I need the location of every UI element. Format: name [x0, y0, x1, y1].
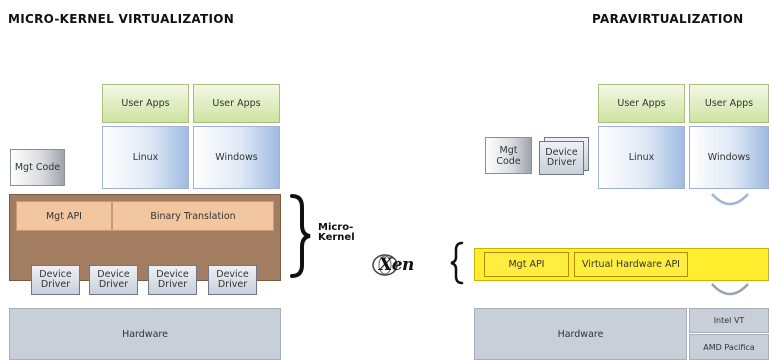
device-driver-box: Device Driver [31, 265, 80, 295]
mgt-api-box: Mgt API [16, 201, 112, 231]
left-title: MICRO-KERNEL VIRTUALIZATION [8, 12, 235, 26]
user-apps-box-2: User Apps [193, 84, 280, 123]
linux-label: Linux [132, 152, 159, 163]
right-brace-icon [290, 194, 311, 278]
virtual-hardware-api-box: Virtual Hardware API [574, 252, 688, 277]
user-apps-box-2: User Apps [689, 84, 769, 123]
right-title: PARAVIRTUALIZATION [592, 12, 744, 26]
amd-pacifica-box: AMD Pacifica [689, 334, 769, 360]
user-apps-label: User Apps [617, 98, 666, 109]
binary-translation-box: Binary Translation [112, 201, 274, 231]
left-brace-icon [450, 241, 464, 285]
user-apps-label: User Apps [121, 98, 170, 109]
amd-pacifica-label: AMD Pacifica [703, 342, 755, 352]
windows-box: Windows [689, 126, 769, 189]
device-driver-label: Device Driver [545, 147, 578, 168]
hardware-label: Hardware [557, 328, 604, 340]
user-apps-label: User Apps [704, 98, 754, 109]
hardware-box: Hardware [9, 308, 281, 360]
device-driver-label: Device Driver [216, 269, 249, 290]
user-apps-box-1: User Apps [598, 84, 685, 123]
device-driver-label: Device Driver [97, 269, 130, 290]
device-driver-box: Device Driver [89, 265, 138, 295]
micro-kernel-label: Micro-Kernel [318, 222, 355, 243]
hardware-box: Hardware [474, 308, 687, 360]
mgt-code-box: Mgt Code [485, 137, 532, 174]
device-driver-box: Device Driver [539, 141, 584, 175]
mgt-code-box: Mgt Code [10, 149, 65, 186]
mgt-code-label: Mgt Code [496, 144, 521, 167]
device-driver-box: Device Driver [148, 265, 197, 295]
hypercall-arc-icon [711, 283, 749, 296]
xen-logo-text: Xen [379, 255, 414, 275]
linux-box: Linux [102, 126, 189, 189]
user-apps-box-1: User Apps [102, 84, 189, 123]
mgt-api-label: Mgt API [508, 259, 545, 270]
windows-label: Windows [215, 152, 258, 163]
hardware-label: Hardware [122, 328, 168, 340]
mgt-api-box: Mgt API [484, 252, 569, 277]
windows-box: Windows [193, 126, 280, 189]
linux-box: Linux [598, 126, 685, 189]
virtual-hardware-api-label: Virtual Hardware API [582, 259, 680, 270]
linux-label: Linux [628, 152, 655, 163]
user-apps-label: User Apps [212, 98, 261, 109]
device-driver-label: Device Driver [39, 269, 72, 290]
device-driver-box: Device Driver [208, 265, 257, 295]
mgt-api-label: Mgt API [45, 210, 82, 222]
device-driver-label: Device Driver [156, 269, 189, 290]
windows-label: Windows [707, 152, 751, 163]
xen-logo: Xen [372, 252, 428, 278]
binary-translation-label: Binary Translation [150, 210, 236, 222]
hypercall-arc-icon [711, 193, 749, 206]
mgt-code-label: Mgt Code [14, 162, 61, 173]
intel-vt-label: Intel VT [713, 316, 745, 325]
intel-vt-box: Intel VT [689, 308, 769, 333]
